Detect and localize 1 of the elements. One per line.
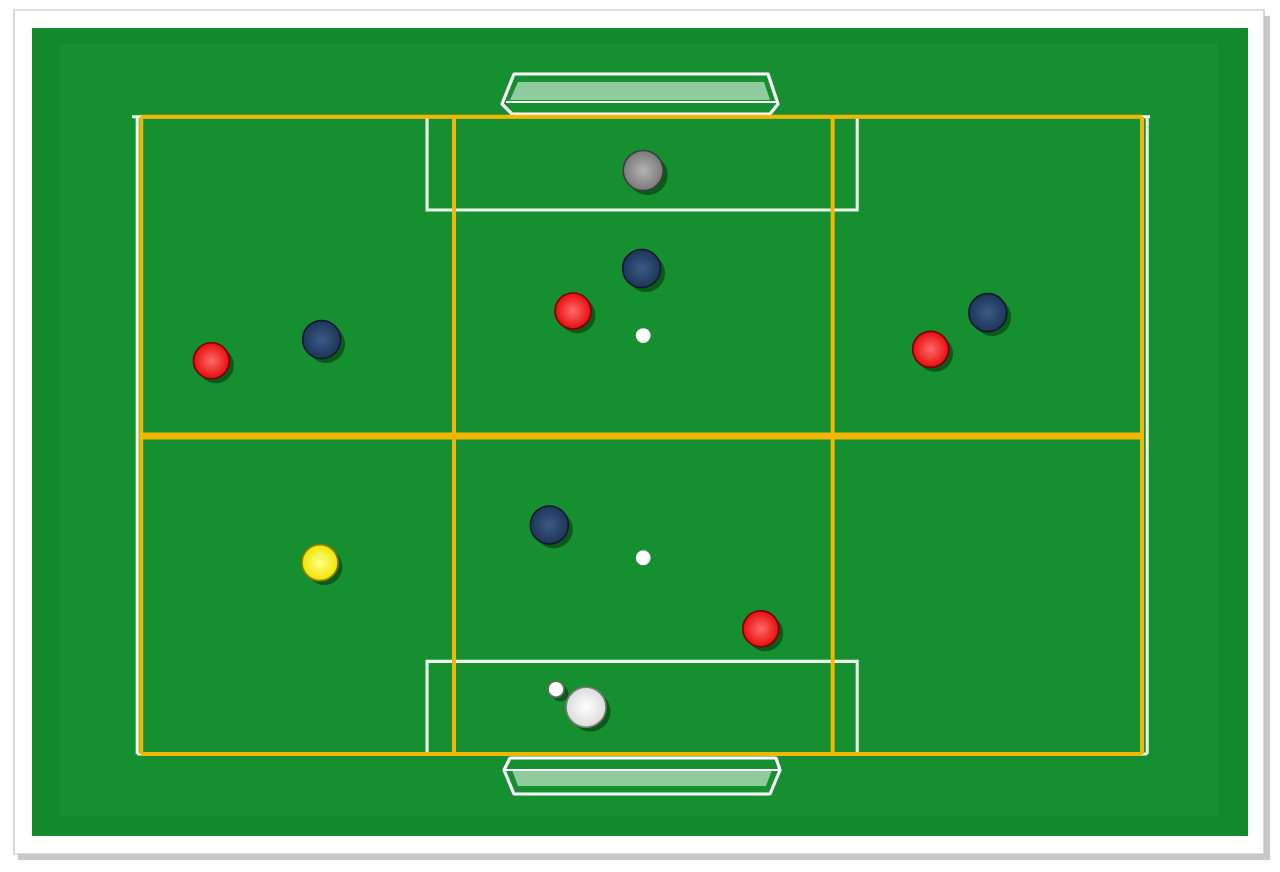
ball bbox=[547, 680, 569, 702]
